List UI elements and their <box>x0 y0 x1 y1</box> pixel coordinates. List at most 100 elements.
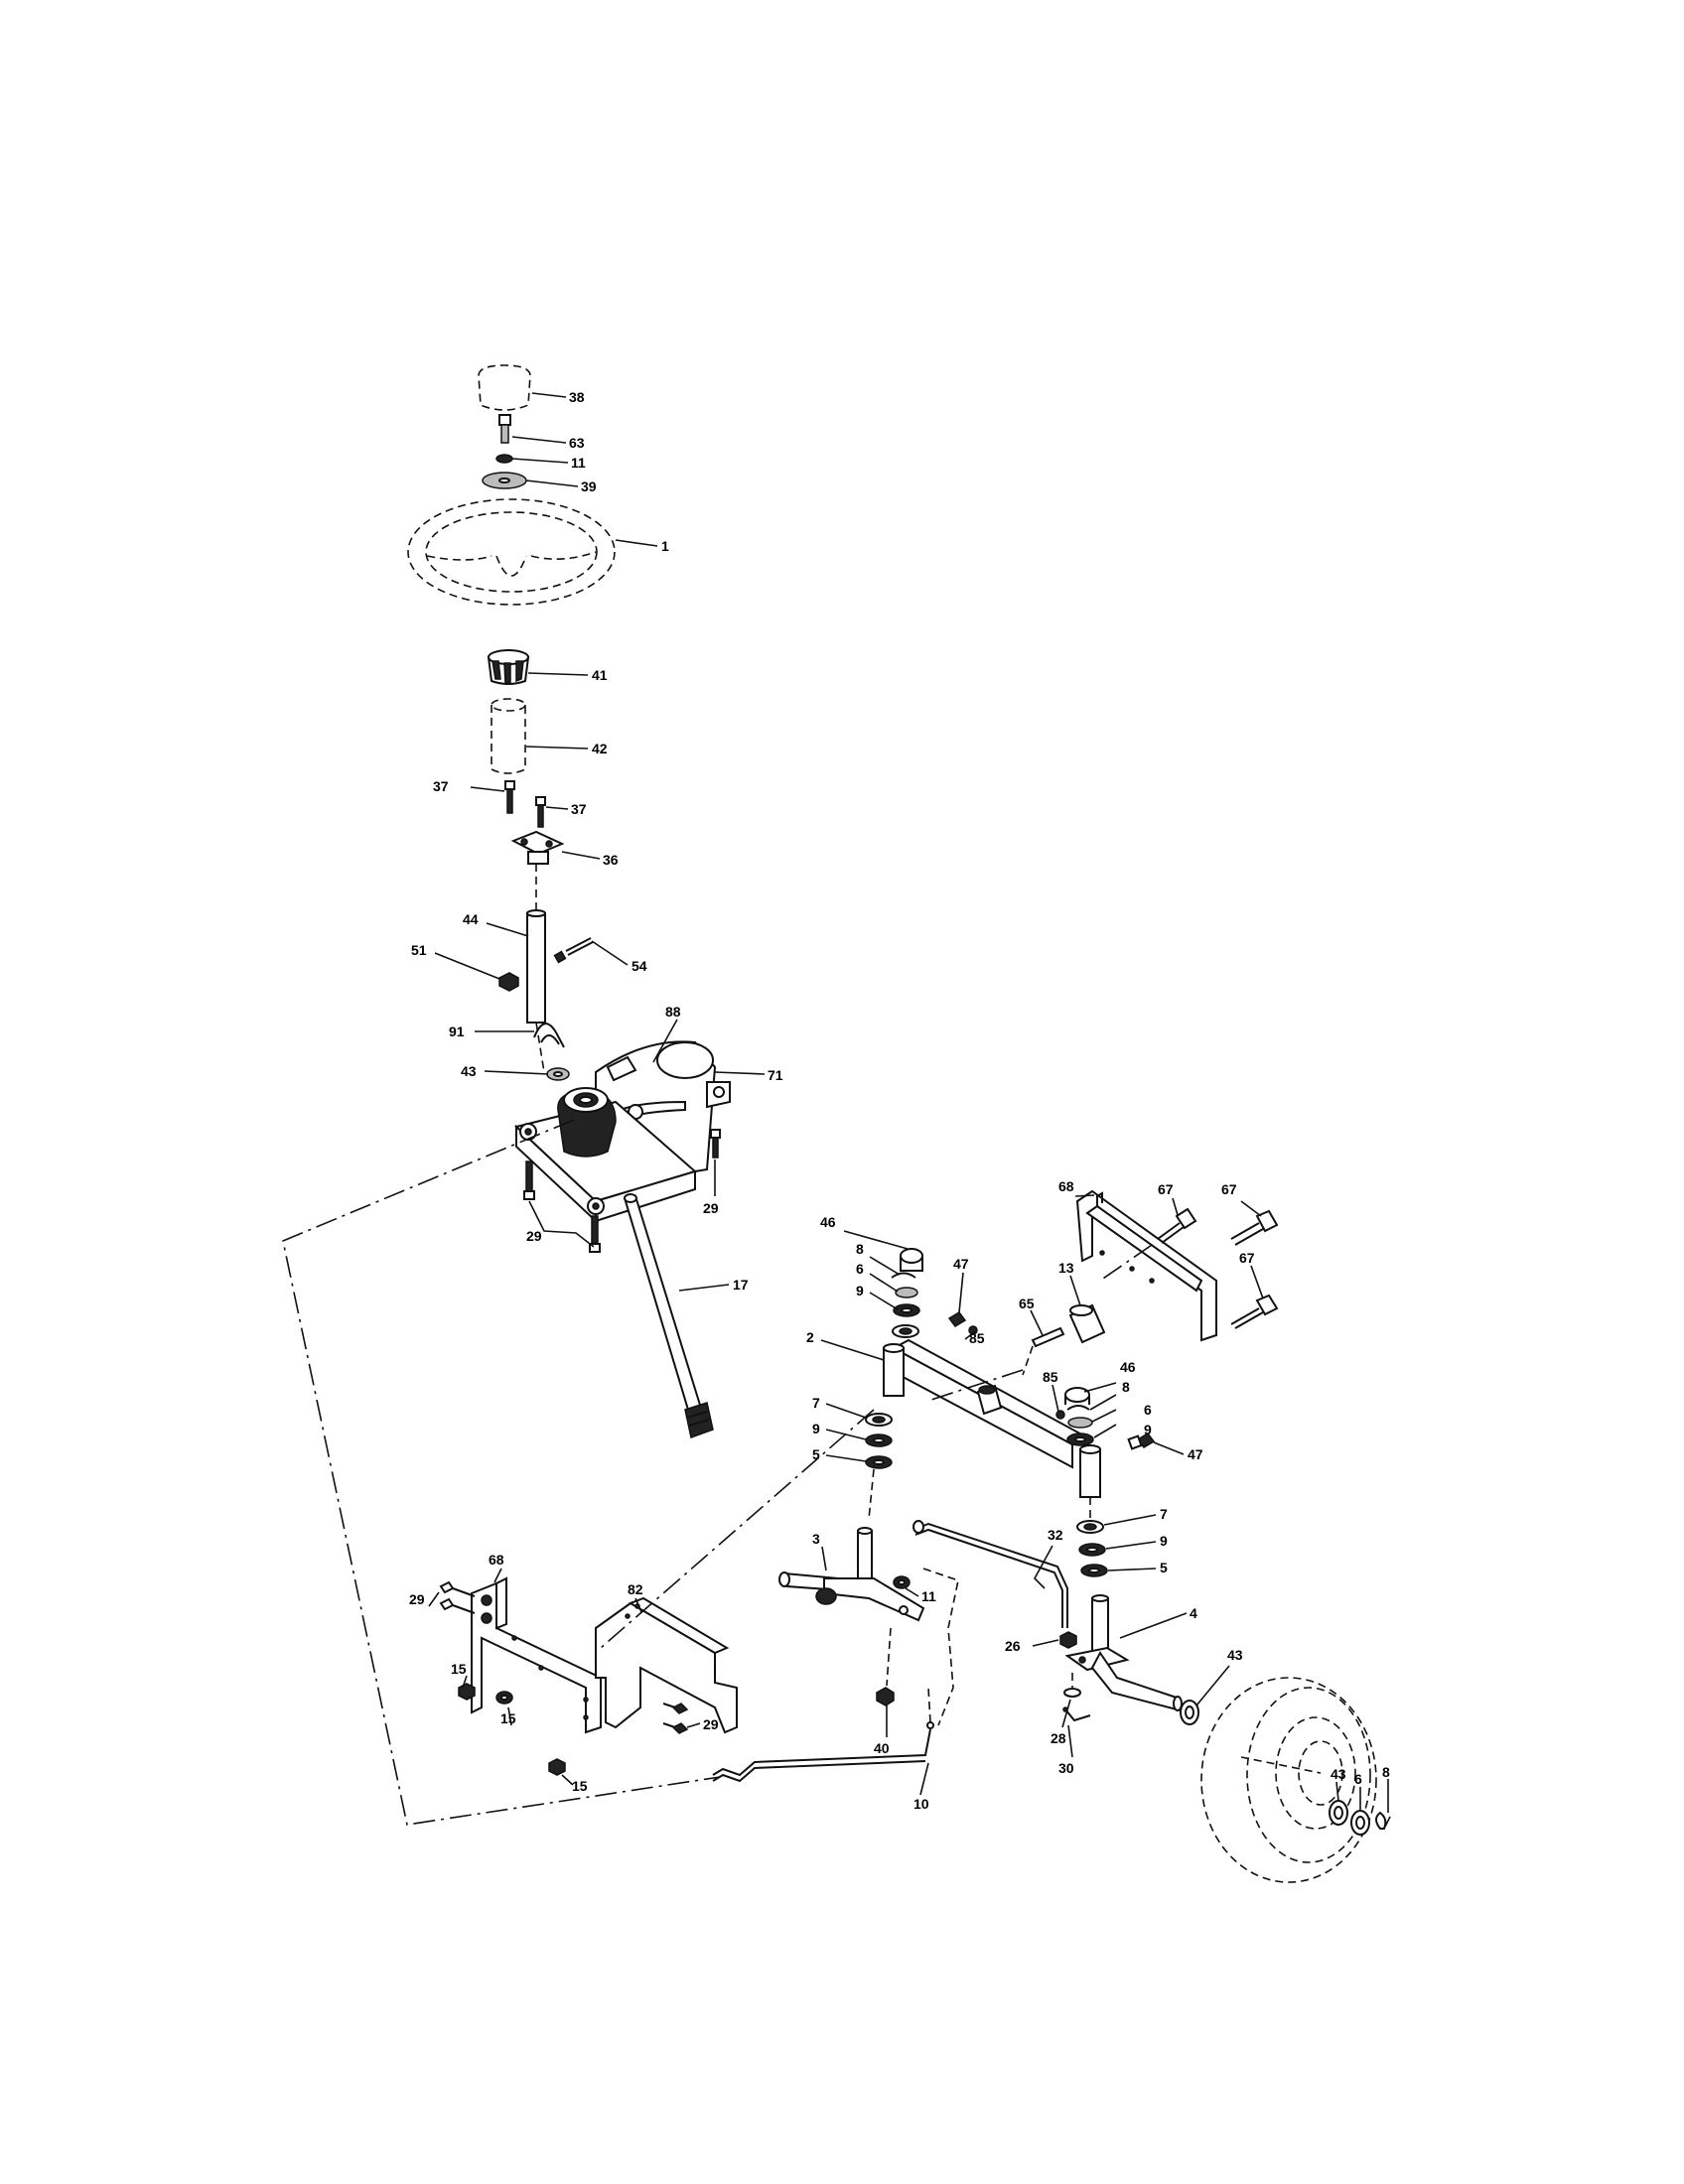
callout-82: 82 <box>628 1581 643 1597</box>
callout-17: 17 <box>733 1277 749 1293</box>
pin-65-part <box>1022 1326 1065 1376</box>
callout-54: 54 <box>632 958 647 974</box>
callout-91: 91 <box>449 1024 465 1039</box>
callout-7-left: 7 <box>812 1395 820 1411</box>
callout-47-upper: 47 <box>953 1256 969 1272</box>
callout-29-left-bottom: 29 <box>703 1716 719 1732</box>
spindle-3-part <box>778 1527 925 1622</box>
callout-67-left: 67 <box>1158 1181 1174 1197</box>
callout-8-middle: 8 <box>1122 1379 1130 1395</box>
drag-link-17-part <box>624 1193 714 1438</box>
callout-43-wheel-side: 43 <box>1331 1766 1346 1782</box>
callout-43-upper: 43 <box>461 1063 477 1079</box>
callout-26: 26 <box>1005 1638 1021 1654</box>
callout-67-right: 67 <box>1221 1181 1237 1197</box>
callout-2: 2 <box>806 1329 814 1345</box>
adapter-41-part <box>487 649 530 685</box>
callout-32: 32 <box>1048 1527 1063 1543</box>
tie-rod-32-part <box>912 1520 1068 1628</box>
lower-washers-right-part <box>1076 1497 1108 1577</box>
screw-63-part <box>498 414 511 444</box>
callout-39: 39 <box>581 478 597 494</box>
callout-3: 3 <box>812 1531 820 1547</box>
callout-44: 44 <box>463 911 479 927</box>
callout-37-right: 37 <box>571 801 587 817</box>
bracket-82-part <box>595 1596 738 1734</box>
bolts-29-gear-part <box>523 1129 721 1253</box>
axle-support-68-left-part <box>471 1576 602 1734</box>
shaft-44-part <box>526 864 546 1073</box>
callout-10: 10 <box>913 1796 929 1812</box>
reference-lines <box>282 1119 1024 1826</box>
callout-71: 71 <box>768 1067 783 1083</box>
axle-hardware-part <box>891 1248 1156 1450</box>
bolts-67-part <box>1099 1207 1279 1329</box>
clip-91-part <box>533 1023 565 1048</box>
spacer-13-part <box>1068 1303 1106 1344</box>
callout-7-right: 7 <box>1160 1506 1168 1522</box>
boot-42-part <box>491 698 526 774</box>
callout-68-right: 68 <box>1058 1178 1074 1194</box>
nut-26-part <box>1059 1631 1077 1649</box>
nuts-15-part <box>458 1683 566 1776</box>
bolt-54-part <box>553 937 594 964</box>
washer-43-upper-part <box>546 1067 570 1081</box>
callout-15-middle: 15 <box>500 1710 516 1726</box>
callout-29-left-top: 29 <box>409 1591 425 1607</box>
gear-housing-part <box>513 1087 698 1224</box>
callout-46-upper: 46 <box>820 1214 836 1230</box>
callout-6-middle: 6 <box>1144 1402 1152 1418</box>
callout-85-upper: 85 <box>969 1330 985 1346</box>
callout-15-left: 15 <box>451 1661 467 1677</box>
callout-51: 51 <box>411 942 427 958</box>
callout-46-lower: 46 <box>1120 1359 1136 1375</box>
callout-15-bottom: 15 <box>572 1778 588 1794</box>
washer-11-part <box>495 454 513 464</box>
wheel-washers-part <box>1180 1700 1391 1836</box>
spindle-4-part <box>1064 1594 1183 1711</box>
callout-85-lower: 85 <box>1043 1369 1058 1385</box>
nut-51-part <box>498 972 519 992</box>
callout-11-lower: 11 <box>921 1588 936 1604</box>
axle-support-68-right-part <box>1075 1189 1217 1342</box>
bracket-36-part <box>510 830 565 865</box>
leader-lines <box>428 392 1389 1813</box>
callout-9-middle: 9 <box>1144 1422 1152 1437</box>
bolts-37-part <box>504 780 546 828</box>
nut-40-part <box>876 1627 895 1706</box>
steering-wheel-1-part <box>407 498 616 606</box>
callout-88: 88 <box>665 1004 681 1020</box>
callout-68-left: 68 <box>489 1552 504 1568</box>
bolts-29-left-part <box>439 1580 689 1734</box>
callout-6-upper: 6 <box>856 1261 864 1277</box>
wheel-part <box>1200 1677 1377 1883</box>
callout-4: 4 <box>1190 1605 1197 1621</box>
washer-39-part <box>482 472 527 489</box>
callout-65: 65 <box>1019 1296 1035 1311</box>
callout-11-top: 11 <box>571 455 586 471</box>
callout-42: 42 <box>592 741 608 756</box>
callout-1: 1 <box>661 538 669 554</box>
callout-labels: 38 63 11 39 1 41 42 37 37 36 44 51 54 91… <box>409 389 1390 1812</box>
callout-38: 38 <box>569 389 585 405</box>
callout-28: 28 <box>1051 1730 1066 1746</box>
callout-36: 36 <box>603 852 619 868</box>
callout-37-left: 37 <box>433 778 449 794</box>
callout-9-upper: 9 <box>856 1283 864 1298</box>
lower-washers-left-part <box>865 1413 893 1520</box>
callout-8-upper: 8 <box>856 1241 864 1257</box>
cap-38-part <box>478 364 531 411</box>
washer-28-pin-30-part <box>1062 1688 1091 1722</box>
callout-63: 63 <box>569 435 585 451</box>
link-rod-10-part <box>712 1687 934 1783</box>
callout-5-left: 5 <box>812 1446 820 1462</box>
callout-40: 40 <box>874 1740 890 1756</box>
callout-41: 41 <box>592 667 608 683</box>
callout-43-wheel-top: 43 <box>1227 1647 1243 1663</box>
callout-5-right: 5 <box>1160 1560 1168 1575</box>
callout-29-gear-left: 29 <box>526 1228 542 1244</box>
callout-47-lower: 47 <box>1188 1446 1203 1462</box>
callout-67-lower: 67 <box>1239 1250 1255 1266</box>
callout-8-wheel: 8 <box>1382 1764 1390 1780</box>
